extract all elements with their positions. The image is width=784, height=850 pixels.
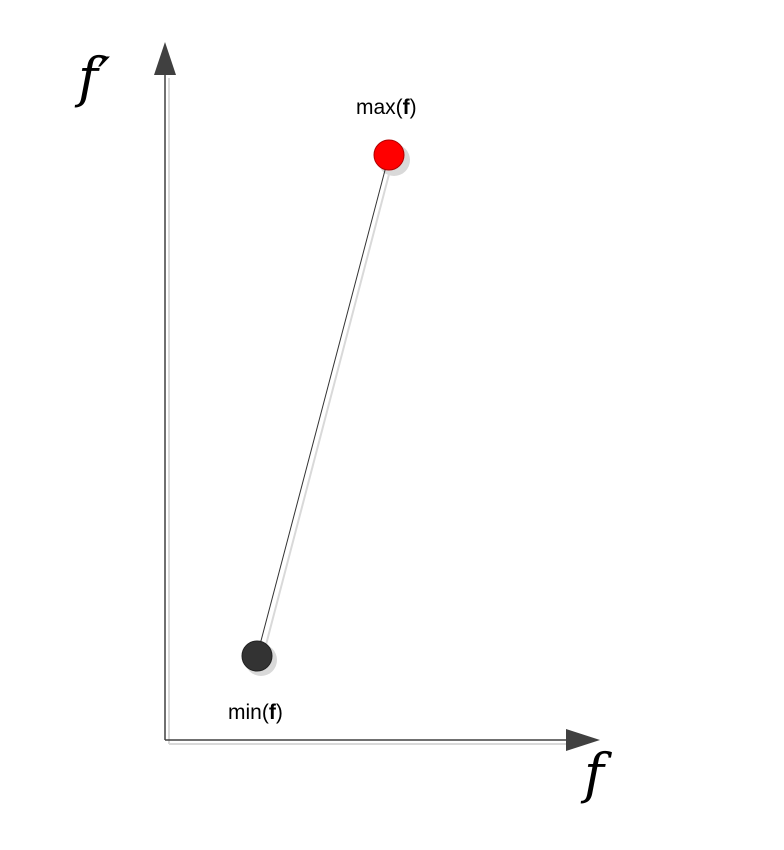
y-axis-label: f′ [74,46,110,109]
max-point-label: max(f) [356,96,417,119]
max-point [373,139,405,171]
x-axis-arrowhead [566,729,600,751]
max-label-var: f [403,96,411,119]
min-label-prefix: min( [228,701,269,724]
max-label-suffix: ) [410,96,417,119]
max-label-prefix: max( [356,96,403,119]
shadow-layer [168,78,568,745]
min-point-label: min(f) [228,701,283,724]
x-axis-label: f [580,742,612,805]
connector-shadow [261,158,394,661]
min-point [241,640,273,672]
min-label-var: f [269,701,277,724]
y-axis-arrowhead [154,42,176,75]
connector-line [256,154,390,657]
min-label-suffix: ) [276,701,283,724]
